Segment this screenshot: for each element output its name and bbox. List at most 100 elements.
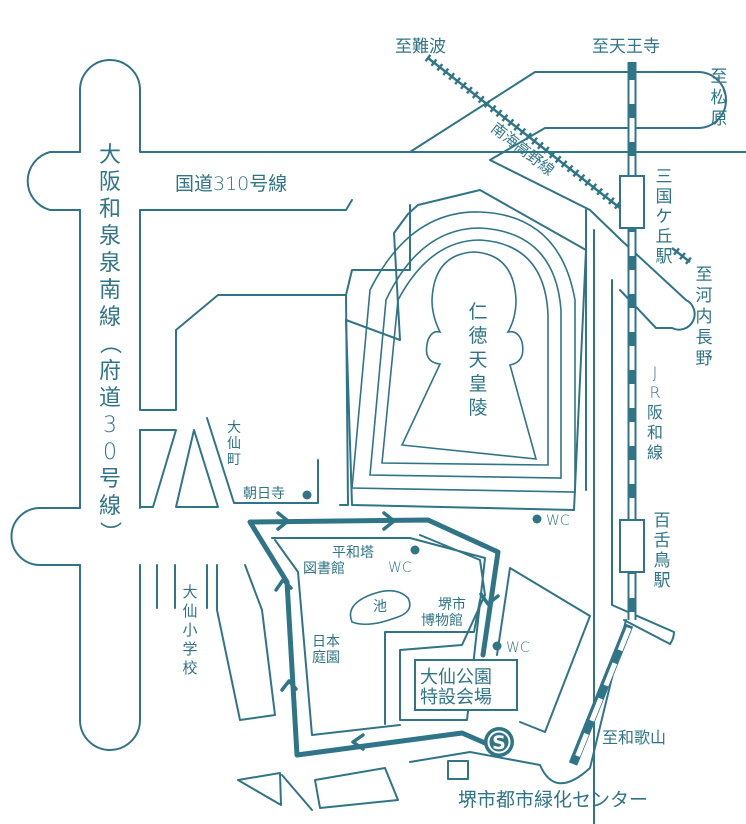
label-mikunigaoka-station-char: 国: [656, 187, 673, 207]
nankai-rail-tie: [684, 256, 692, 265]
nankai-rail-tie: [679, 252, 686, 261]
tomb-moat-inner: [381, 239, 549, 466]
nankai-rail-tie: [525, 132, 533, 141]
nankai-rail-tie: [436, 63, 444, 72]
route-arrow-east: [382, 511, 396, 531]
mozu-station[interactable]: [619, 519, 645, 573]
park-boundary: [271, 534, 486, 721]
label-pond: 池: [373, 599, 387, 615]
nankai-rail-tie: [590, 183, 598, 191]
label-osaka-izumi-line-char: 泉: [99, 224, 121, 249]
label-jr-hanwa-char: 和: [647, 423, 663, 442]
label-to-tennoji: 至天王寺: [592, 37, 660, 57]
label-daisen-school-char: 校: [182, 659, 197, 677]
label-to-wakayama: 至和歌山: [602, 728, 666, 747]
tomb-moat-middle: [369, 227, 562, 479]
label-sakai-museum: 堺市: [438, 596, 466, 613]
label-route-310: 国道310号線: [175, 173, 287, 195]
label-osaka-izumi-line-char: 泉: [99, 251, 121, 276]
nankai-rail-tie: [489, 104, 497, 113]
road-osaka-izumi-line: [79, 59, 746, 751]
label-daisen-school-char: 大: [182, 583, 197, 601]
nankai-rail-tie: [578, 173, 586, 182]
nankai-rail-tie: [602, 192, 609, 201]
nankai-rail-tie: [560, 160, 568, 168]
route-arrow-east: [276, 511, 290, 531]
start-marker[interactable]: S: [484, 727, 514, 757]
nankai-rail-tie: [495, 109, 503, 118]
mikunigaoka-station[interactable]: [619, 175, 645, 229]
label-to-matsubara-char: 原: [711, 109, 728, 129]
label-daisen-school-char: 仙: [182, 602, 197, 620]
label-osaka-izumi-line-char: ）: [96, 521, 121, 543]
label-to-kawachinagano-char: 長: [696, 328, 713, 348]
park-south-road: [281, 619, 627, 811]
route-arrow-south: [479, 592, 500, 606]
road-route-310-edge: [139, 199, 353, 211]
wc-dot-museum: [492, 641, 502, 651]
label-peace-tower: 平和塔: [332, 545, 374, 561]
nankai-rail-tie: [448, 72, 456, 81]
nankai-rail-tie: [531, 137, 538, 145]
label-jr-hanwa-char: 阪: [647, 403, 663, 422]
nankai-rail-tie: [673, 247, 680, 256]
nankai-rail-tie: [424, 54, 432, 62]
label-venue-line1: 大仙公園: [420, 667, 492, 688]
label-osaka-izumi-line-char: 和: [99, 197, 121, 222]
jr-hanwa-railway: [568, 62, 637, 766]
nankai-rail-tie: [566, 164, 574, 173]
nankai-rail-tie: [584, 178, 592, 187]
label-daisen-cho-char: 町: [227, 452, 241, 468]
label-osaka-izumi-line-char: 大: [99, 143, 121, 168]
road-kawachinagano: [619, 239, 696, 331]
label-mozu-station-char: 舌: [654, 531, 671, 551]
label-nintoku-tomb-char: 陵: [468, 397, 487, 419]
label-to-namba: 至難波: [395, 37, 446, 57]
road-northeast: [409, 71, 727, 241]
nankai-rail-line: [671, 247, 691, 263]
route-arrow-north: [280, 679, 298, 692]
label-daisen-cho-char: 仙: [227, 436, 241, 452]
nankai-rail-tie: [513, 123, 521, 132]
label-osaka-izumi-line-char: 0: [103, 440, 117, 465]
label-nintoku-tomb-char: 皇: [468, 373, 487, 395]
label-jr-hanwa-char: 線: [647, 443, 663, 462]
nankai-rail-tie: [542, 146, 550, 155]
pond: [349, 589, 411, 626]
label-asahi-ji: 朝日寺: [243, 486, 285, 502]
road-west-bulge: [26, 151, 81, 211]
nankai-rail-tie: [454, 77, 461, 85]
tomb-keyhole-mound: [400, 251, 538, 460]
label-nintoku-tomb-char: 徳: [468, 325, 487, 347]
label-osaka-izumi-line-char: 阪: [99, 170, 121, 195]
label-osaka-izumi-line-char: 線: [99, 494, 121, 519]
nankai-rail-tie: [460, 81, 467, 90]
label-wc-museum: WC: [506, 640, 530, 656]
label-jr-hanwa-char: J: [653, 363, 658, 382]
route-arrow-north: [274, 578, 293, 592]
road-east-edge: [611, 279, 675, 645]
label-osaka-izumi-line-char: （: [96, 332, 121, 354]
nankai-rail-tie: [519, 127, 527, 136]
label-nintoku-tomb-char: 仁: [468, 301, 487, 323]
wc-dot-north: [532, 514, 542, 524]
nankai-rail-tie: [477, 95, 485, 104]
label-osaka-izumi-line-char: 府: [99, 359, 121, 384]
label-osaka-izumi-line-char: 線: [99, 305, 121, 330]
label-sakai-museum: 博物館: [421, 612, 463, 629]
label-mikunigaoka-station-char: ケ: [656, 207, 673, 227]
block: [237, 772, 282, 806]
road-tomb-east: [585, 209, 595, 824]
walking-route: [247, 517, 501, 758]
label-library: 図書館: [303, 560, 345, 577]
label-mikunigaoka-station-char: 駅: [656, 247, 673, 267]
label-to-kawachinagano-char: 至: [696, 265, 713, 285]
greening-center-building: [447, 760, 469, 780]
wc-dot-peace-tower: [410, 545, 420, 555]
label-wc-north: WC: [546, 513, 570, 529]
nankai-rail-tie: [537, 141, 544, 150]
nankai-rail-tie: [507, 118, 515, 127]
nankai-rail-tie: [466, 86, 473, 95]
tomb-outer-boundary: [345, 189, 587, 511]
